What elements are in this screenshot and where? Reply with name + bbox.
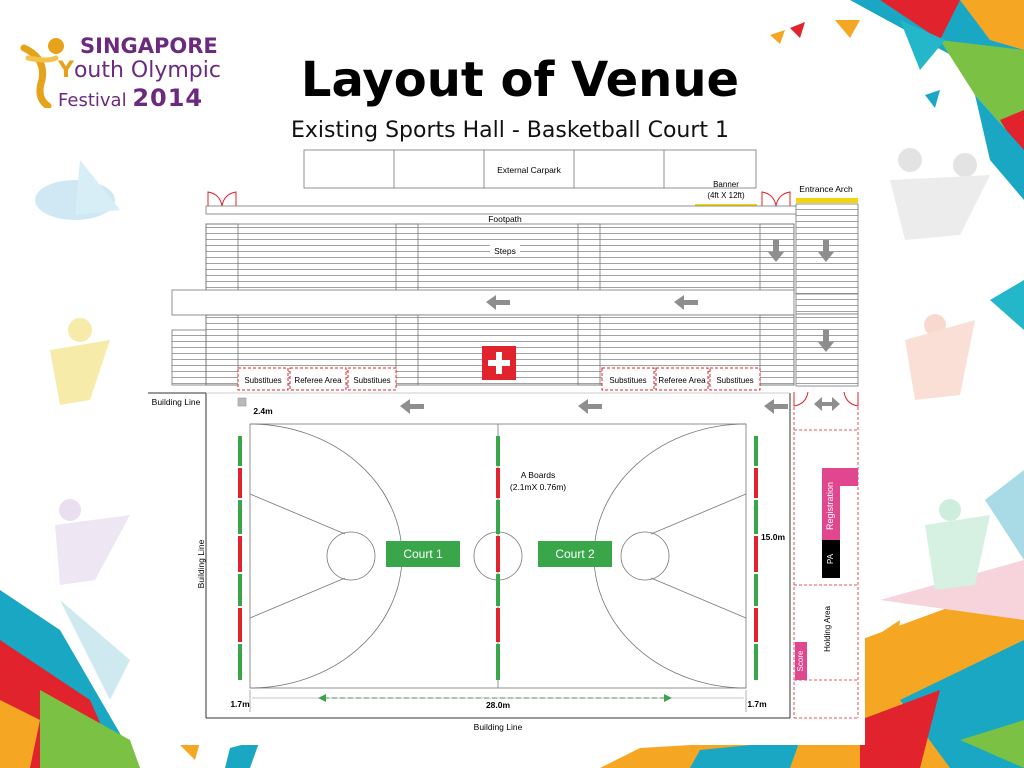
lower-step-dividers — [205, 314, 795, 386]
building-line-label-left: Building Line — [196, 539, 206, 588]
corner-marker — [237, 397, 247, 407]
upper-steps — [205, 223, 795, 295]
building-line-label-top: Building Line — [152, 397, 201, 407]
substitutes-label-2: Substitues — [353, 376, 390, 385]
referee-area-label-2: Referee Area — [658, 376, 706, 385]
arrow-left-icon — [764, 399, 788, 414]
registration-desk — [822, 468, 858, 540]
a-boards-size-label: (2.1mX 0.76m) — [510, 482, 566, 492]
score-desk — [795, 642, 807, 680]
bench-zones — [237, 367, 761, 391]
logo-year: 2014 — [132, 84, 204, 112]
hall-boundary — [205, 393, 791, 719]
arrow-left-icon — [578, 399, 602, 414]
banner-label: Banner — [713, 180, 739, 189]
logo-line2-text: outh Olympic — [73, 58, 221, 83]
swiss-flag-icon — [482, 346, 516, 380]
entrance-arch-marker — [796, 198, 858, 203]
arrow-left-icon — [674, 295, 698, 310]
dim-2-4m-label: 2.4m — [253, 406, 273, 416]
arrow-left-icon — [400, 399, 424, 414]
score-label: Score — [796, 650, 805, 671]
court2-badge — [538, 541, 612, 567]
substitutes-label-3: Substitues — [609, 376, 646, 385]
arrow-down-icon — [818, 240, 834, 262]
referee-area-label-1: Referee Area — [294, 376, 342, 385]
a-board-left — [238, 436, 242, 680]
steps-label-bg — [490, 244, 520, 257]
footpath-strip — [205, 205, 859, 215]
arrow-left-icon — [486, 295, 510, 310]
arrow-both-icon — [814, 397, 840, 411]
left-side-steps — [171, 329, 207, 386]
a-boards — [238, 436, 758, 680]
footpath-label: Footpath — [488, 214, 522, 224]
logo-line-festival: Festival 2014 — [58, 84, 203, 112]
dim-28m-label: 28.0m — [486, 700, 511, 710]
entrance-steps-middle — [795, 293, 859, 315]
substitutes-label-4: Substitues — [716, 376, 753, 385]
dim-1-7m-right-label: 1.7m — [747, 699, 767, 709]
dim-1-7m-left-label: 1.7m — [230, 699, 250, 709]
festival-logo: SINGAPORE Youth Olympic Festival 2014 — [18, 28, 233, 113]
banner-size-label: (4ft X 12ft) — [707, 191, 745, 200]
direction-arrows — [400, 240, 840, 414]
a-boards-label: A Boards — [521, 470, 556, 480]
building-line-label-bottom: Building Line — [474, 722, 523, 732]
court1-label: Court 1 — [403, 547, 443, 561]
a-board-right — [754, 436, 758, 680]
registration-label: Registration — [825, 482, 835, 530]
flame-emblem-icon — [20, 38, 64, 108]
slide-title: Layout of Venue — [300, 52, 740, 108]
logo-line-youth-olympic: Youth Olympic — [58, 58, 221, 83]
arrow-down-icon — [768, 240, 784, 262]
holding-area-label: Holding Area — [823, 606, 832, 652]
pa-label: PA — [826, 553, 835, 564]
pa-desk — [822, 540, 840, 578]
walkway — [171, 289, 795, 316]
a-board-centre — [496, 436, 500, 680]
substitutes-label-1: Substitues — [244, 376, 281, 385]
logo-initial-y: Y — [58, 58, 74, 83]
logo-festival-text: Festival — [58, 90, 127, 111]
arrow-down-icon — [818, 330, 834, 352]
dim-15m-label: 15.0m — [761, 532, 786, 542]
entrance-arch-label: Entrance Arch — [799, 184, 853, 194]
court2-label: Court 2 — [555, 547, 595, 561]
slide-subtitle: Existing Sports Hall - Basketball Court … — [290, 118, 730, 143]
external-carpark — [303, 149, 757, 189]
door-arcs — [207, 191, 859, 407]
court1-badge — [386, 541, 460, 567]
a-boards-label-bg — [506, 468, 570, 492]
steps-label: Steps — [494, 246, 516, 256]
logo-line-singapore: SINGAPORE — [80, 34, 218, 58]
external-carpark-label: External Carpark — [497, 165, 562, 175]
